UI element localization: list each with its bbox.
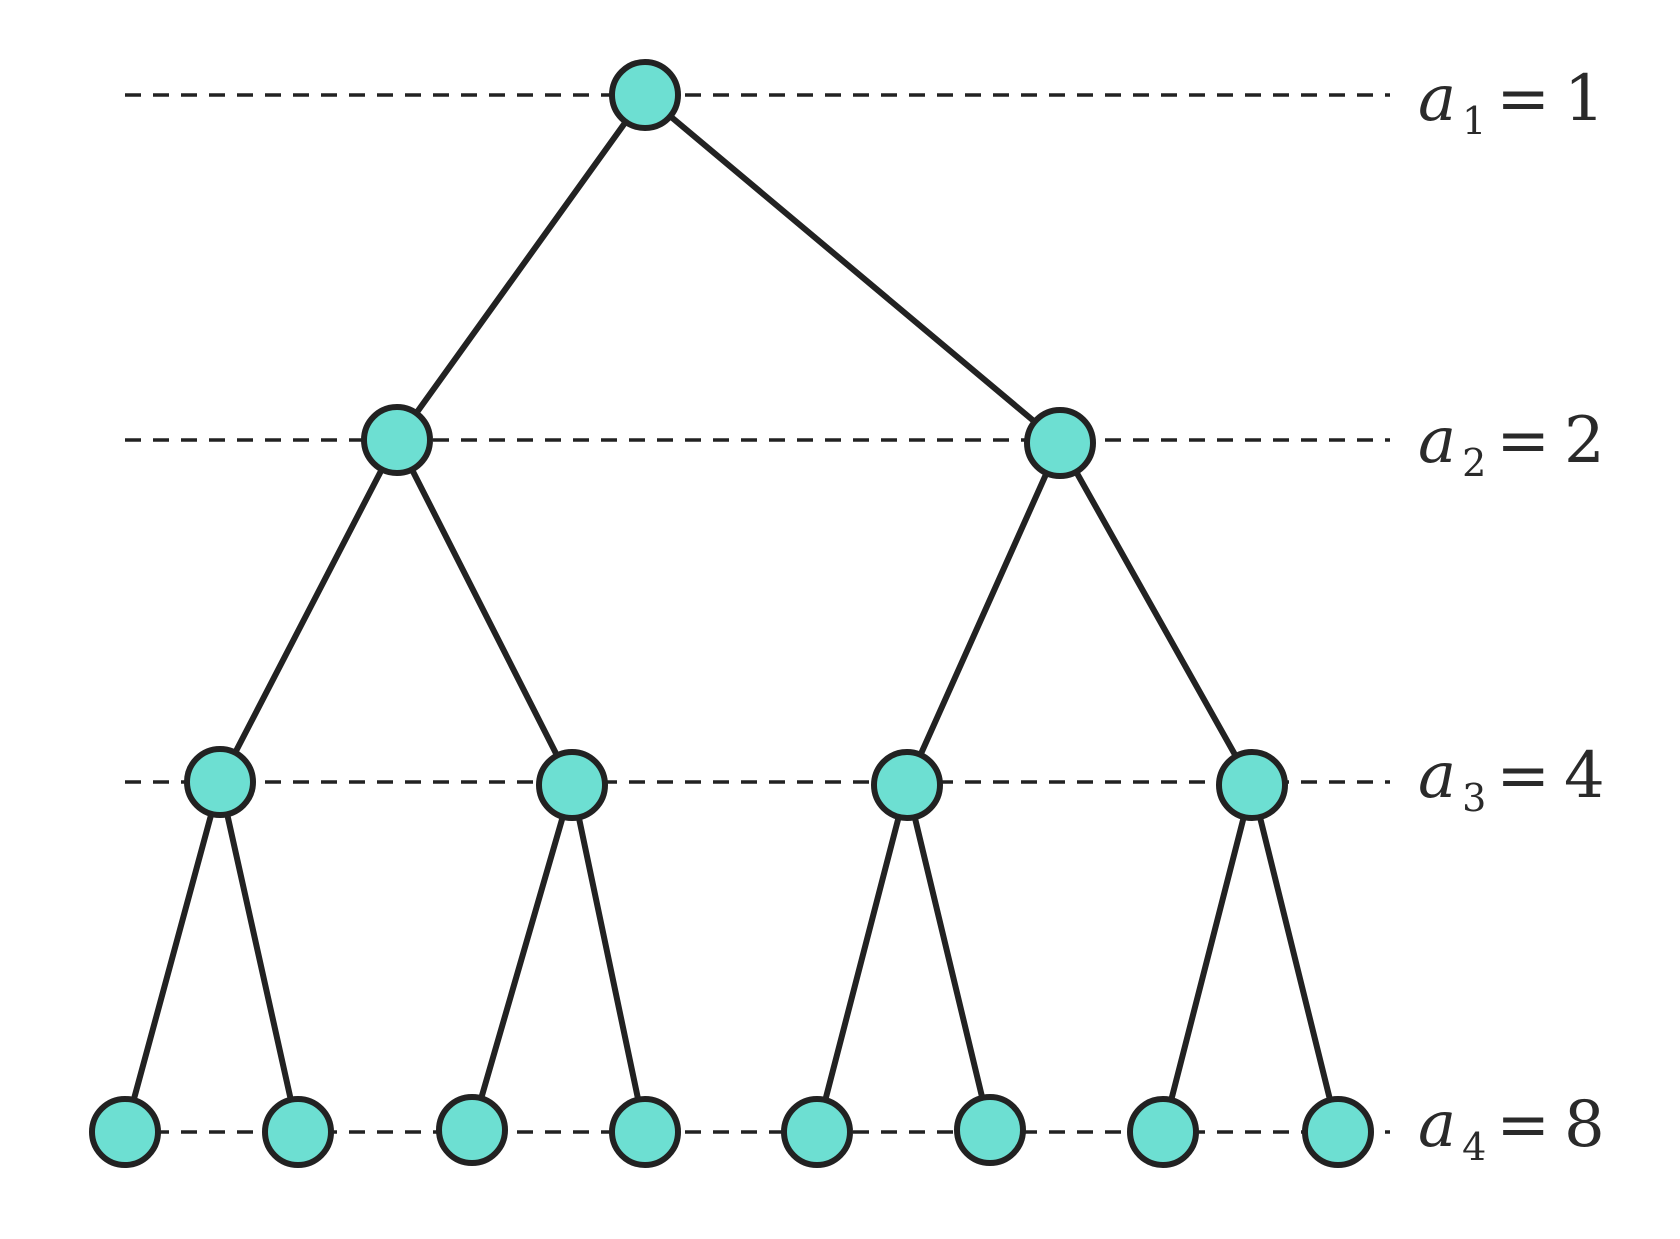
tree-edge [217,437,400,785]
tree-node [609,59,681,131]
tree-edge [394,92,648,443]
level-label-value: 1 [1564,62,1605,136]
tree-node [436,1094,508,1166]
tree-edge [394,437,575,788]
tree-edge [642,92,1063,446]
level-label-subscript: 3 [1462,776,1486,820]
tree-node [609,1096,681,1168]
level-guide-lines [125,93,1390,1134]
level-label-value: 4 [1564,739,1605,813]
tree-edge [569,782,648,1135]
level-label-variable: a [1418,739,1456,813]
tree-edge [469,782,575,1133]
tree-node [184,746,256,818]
tree-node [536,749,608,821]
tree-node [871,749,943,821]
tree-node [89,1096,161,1168]
level-label-value: 2 [1564,404,1605,478]
tree-edge [1057,440,1255,788]
tree-node [954,1094,1026,1166]
tree-edge [217,779,301,1135]
tree-edges [122,92,1341,1135]
tree-edge [814,782,910,1135]
level-label-variable: a [1418,1088,1456,1162]
level-label-variable: a [1418,62,1456,136]
tree-edge [904,782,993,1133]
level-label-value: 8 [1564,1088,1605,1162]
level-label-subscript: 2 [1462,441,1486,485]
tree-edge [904,440,1063,788]
tree-nodes [89,59,1374,1168]
level-label-equals: = [1496,739,1550,813]
tree-node [262,1096,334,1168]
tree-node [1127,1096,1199,1168]
level-label-equals: = [1496,404,1550,478]
level-label-variable: a [1418,404,1456,478]
level-label-equals: = [1496,62,1550,136]
tree-edge [1160,782,1255,1135]
level-label-subscript: 4 [1462,1125,1486,1169]
level-label-subscript: 1 [1462,99,1486,143]
tree-edge [122,779,223,1135]
tree-node [361,404,433,476]
tree-edge [1249,782,1341,1135]
tree-node [781,1096,853,1168]
tree-node [1216,749,1288,821]
level-label-equals: = [1496,1088,1550,1162]
tree-node [1024,407,1096,479]
tree-node [1302,1096,1374,1168]
